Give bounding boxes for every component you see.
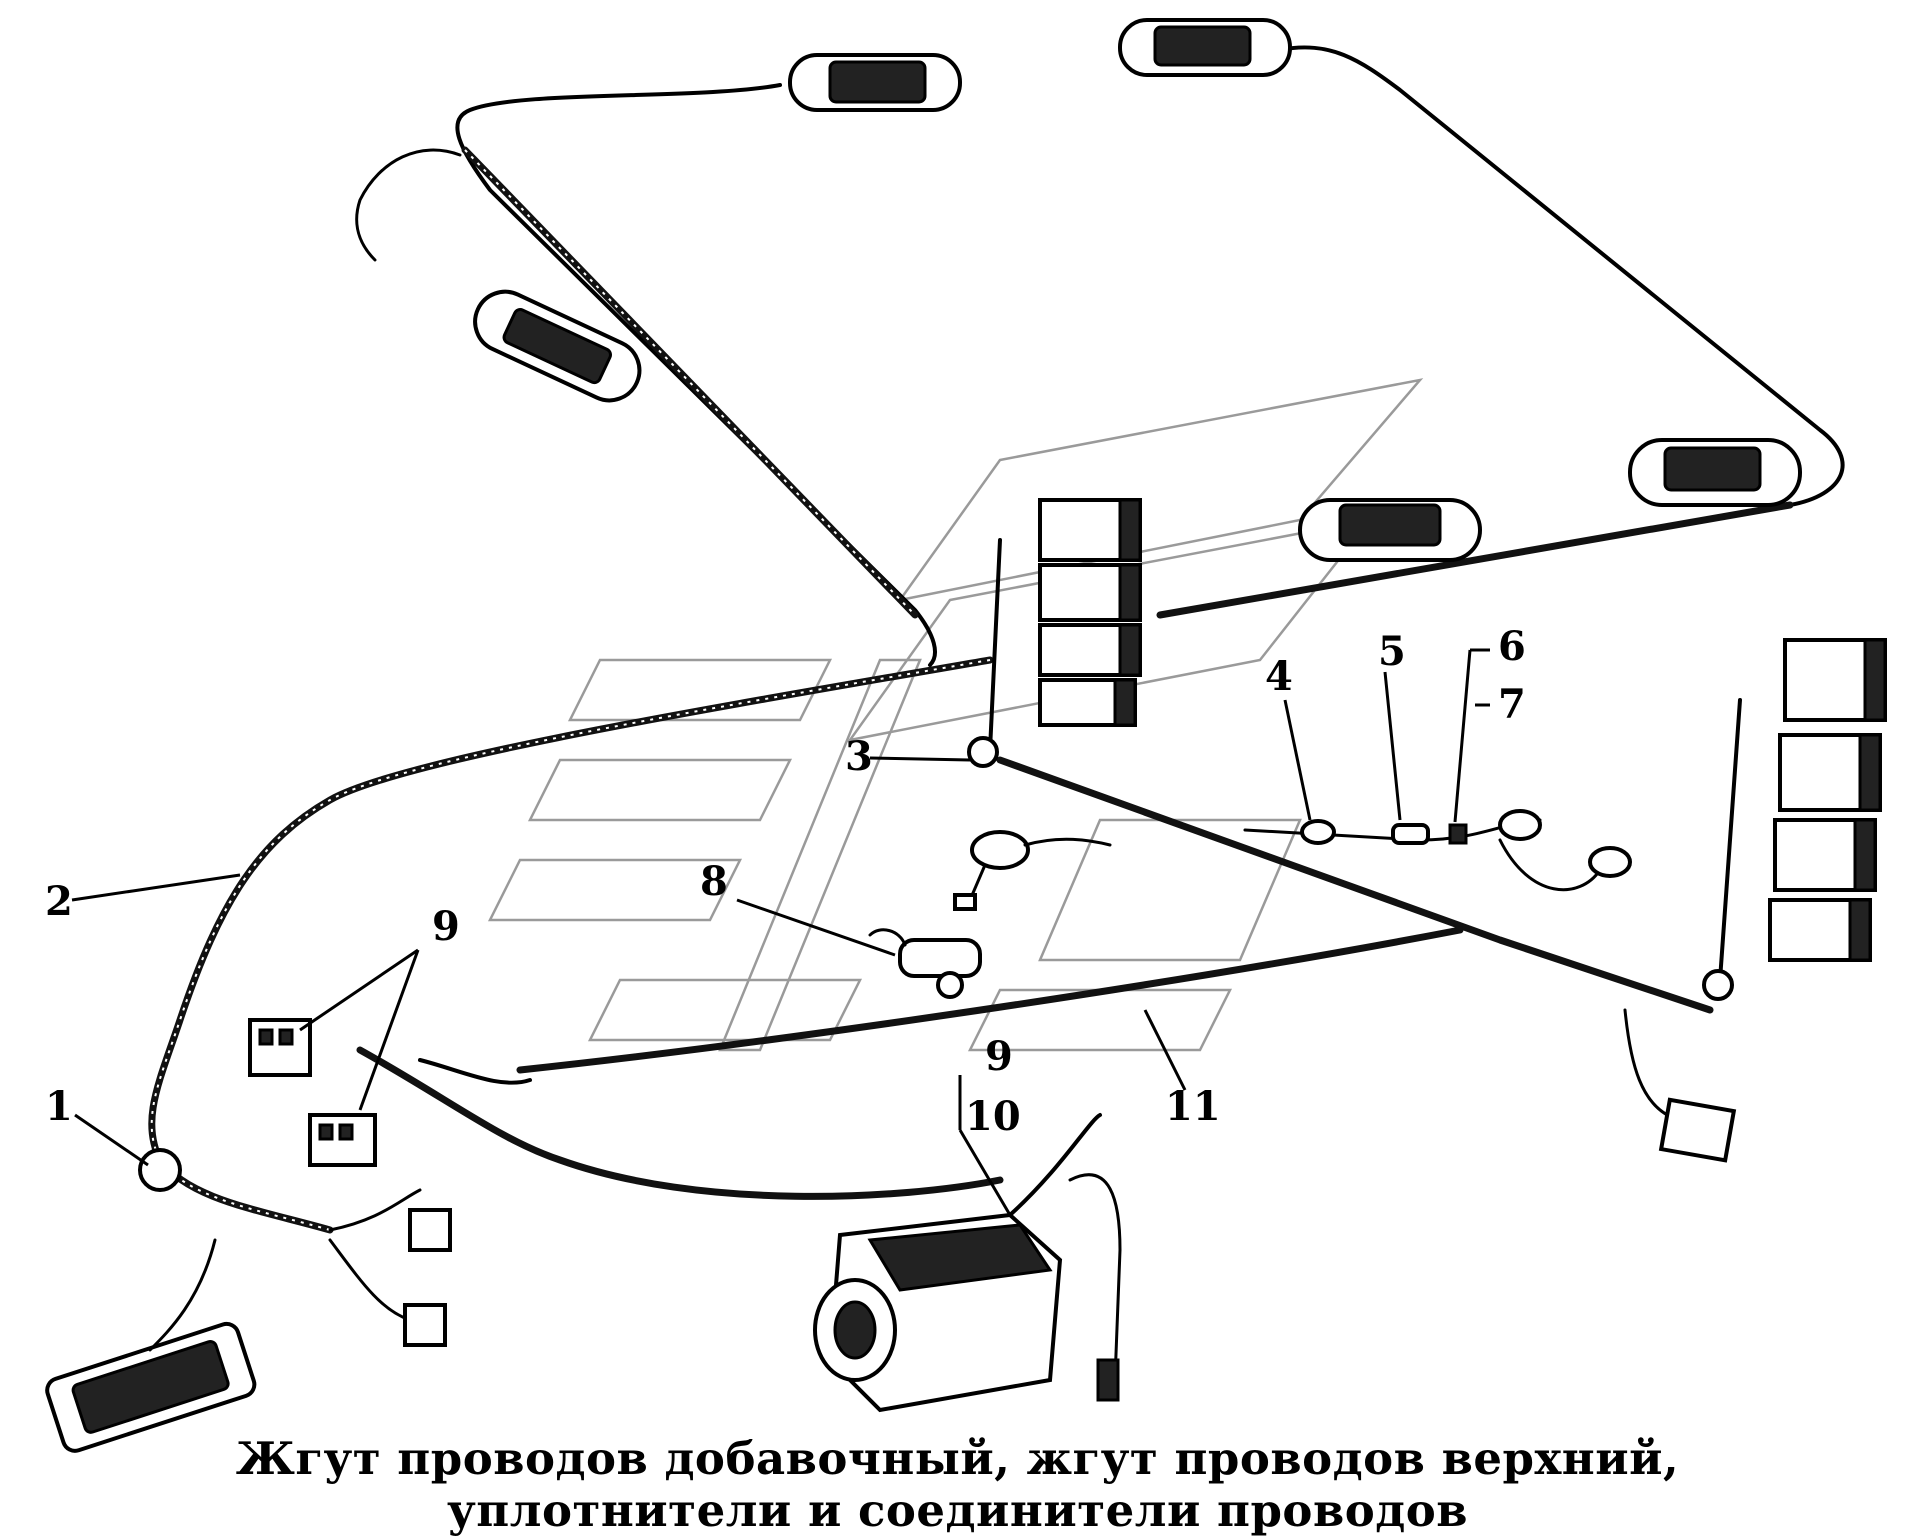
- upper-harness: [355, 45, 1845, 667]
- switch-block-center: [967, 498, 1142, 768]
- callout-5: 5: [1378, 628, 1406, 675]
- connector-6-7: [1448, 823, 1468, 845]
- callout-labels: 1 2 3 4 5 6 7 8 9 9 10 11: [45, 623, 1526, 1140]
- connectors-9: [248, 1018, 377, 1167]
- callout-10: 10: [965, 1093, 1021, 1140]
- lamp-top-right: [1118, 18, 1292, 77]
- callout-3: 3: [845, 733, 873, 780]
- callout-2: 2: [45, 878, 73, 925]
- callout-1: 1: [45, 1083, 73, 1130]
- seal-1: [138, 1148, 182, 1192]
- lamp-right-2: [1628, 438, 1802, 507]
- lamp-right-1: [1298, 498, 1482, 562]
- callout-6: 6: [1498, 623, 1526, 670]
- callout-7: 7: [1498, 681, 1526, 728]
- lamp-top-left: [788, 53, 962, 112]
- lamp-mid-left: [473, 289, 642, 403]
- caption-line-1: Жгут проводов добавочный, жгут проводов …: [235, 1432, 1680, 1485]
- connector-5: [1391, 823, 1430, 845]
- switch-block-right: [1623, 638, 1887, 1163]
- callout-11: 11: [1165, 1083, 1221, 1130]
- callout-4: 4: [1265, 653, 1293, 700]
- heater-unit: [813, 1113, 1122, 1413]
- marker-lamps: [45, 18, 1802, 1453]
- caption-line-2: уплотнители и соединители проводов: [447, 1484, 1468, 1537]
- relay-8: [868, 928, 982, 999]
- left-connectors: [148, 1188, 452, 1352]
- fittings: [138, 809, 1632, 1413]
- callout-8: 8: [700, 858, 728, 905]
- callout-9-left: 9: [432, 903, 460, 950]
- leader-lines: [71, 648, 1490, 1216]
- seal-4: [1300, 819, 1336, 845]
- lamp-bottom-left: [45, 1321, 257, 1453]
- callout-9-bottom: 9: [985, 1033, 1013, 1080]
